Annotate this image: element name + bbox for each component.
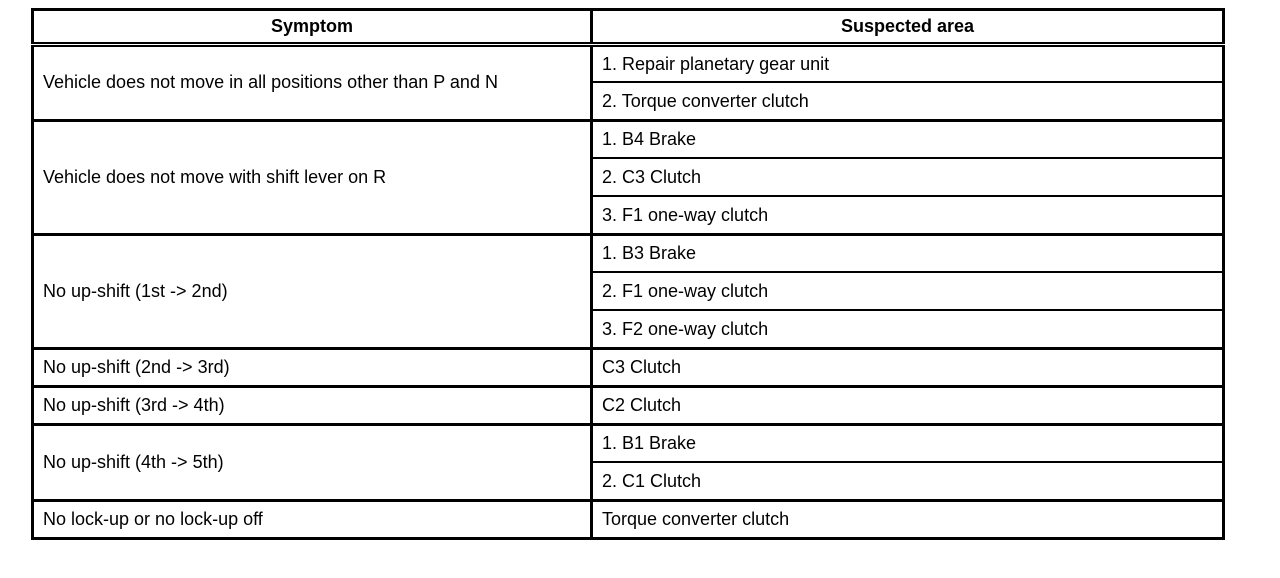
- table-row: 2. F1 one-way clutch: [33, 271, 1225, 311]
- suspected-area-cell: 2. C1 Clutch: [590, 461, 1225, 501]
- suspected-area-cell: 1. B4 Brake: [590, 118, 1225, 159]
- table-row: No up-shift (4th -> 5th)1. B1 Brake: [31, 422, 1225, 501]
- suspected-area-cell: 3. F1 one-way clutch: [590, 195, 1225, 235]
- symptom-cell: Vehicle does not move in all positions o…: [31, 42, 593, 121]
- symptom-cell: No up-shift (3rd -> 4th): [31, 384, 593, 425]
- suspected-area-cell: 2. Torque converter clutch: [590, 81, 1225, 121]
- suspected-area-cell: 1. Repair planetary gear unit: [590, 42, 1225, 83]
- table-row: 2. Torque converter clutch: [33, 81, 1225, 121]
- suspected-area-cell: 2. C3 Clutch: [590, 157, 1225, 197]
- table-row: 2. C3 Clutch: [33, 157, 1225, 197]
- symptom-cell: No lock-up or no lock-up off: [31, 498, 593, 540]
- suspected-area-cell: C2 Clutch: [590, 384, 1225, 425]
- table-row: No up-shift (1st -> 2nd)1. B3 Brake: [31, 232, 1225, 349]
- table-row: No up-shift (2nd -> 3rd)C3 Clutch: [31, 346, 1225, 387]
- suspected-area-cell: 2. F1 one-way clutch: [590, 271, 1225, 311]
- table-container: Symptom Suspected area Vehicle does not …: [31, 8, 1225, 540]
- symptom-cell: Vehicle does not move with shift lever o…: [31, 118, 593, 235]
- symptom-cell: No up-shift (1st -> 2nd): [31, 232, 593, 349]
- header-row: Symptom Suspected area: [31, 8, 1225, 47]
- table-row: Vehicle does not move with shift lever o…: [31, 118, 1225, 235]
- table-row: 3. F1 one-way clutch: [33, 195, 1225, 235]
- suspected-area-cell: 1. B1 Brake: [590, 422, 1225, 463]
- symptom-cell: No up-shift (2nd -> 3rd): [31, 346, 593, 387]
- symptom-troubleshooting-table: Symptom Suspected area Vehicle does not …: [31, 8, 1225, 540]
- symptom-cell: No up-shift (4th -> 5th): [31, 422, 593, 501]
- table-row: 3. F2 one-way clutch: [33, 309, 1225, 349]
- suspected-area-cell: 3. F2 one-way clutch: [590, 309, 1225, 349]
- table-row: 2. C1 Clutch: [33, 461, 1225, 501]
- column-header-suspected-area: Suspected area: [590, 8, 1225, 47]
- suspected-area-cell: C3 Clutch: [590, 346, 1225, 387]
- column-header-symptom: Symptom: [31, 8, 593, 47]
- table-row: No up-shift (3rd -> 4th)C2 Clutch: [31, 384, 1225, 425]
- suspected-area-cell: 1. B3 Brake: [590, 232, 1225, 273]
- suspected-area-cell: Torque converter clutch: [590, 498, 1225, 540]
- table-row: Vehicle does not move in all positions o…: [31, 42, 1225, 121]
